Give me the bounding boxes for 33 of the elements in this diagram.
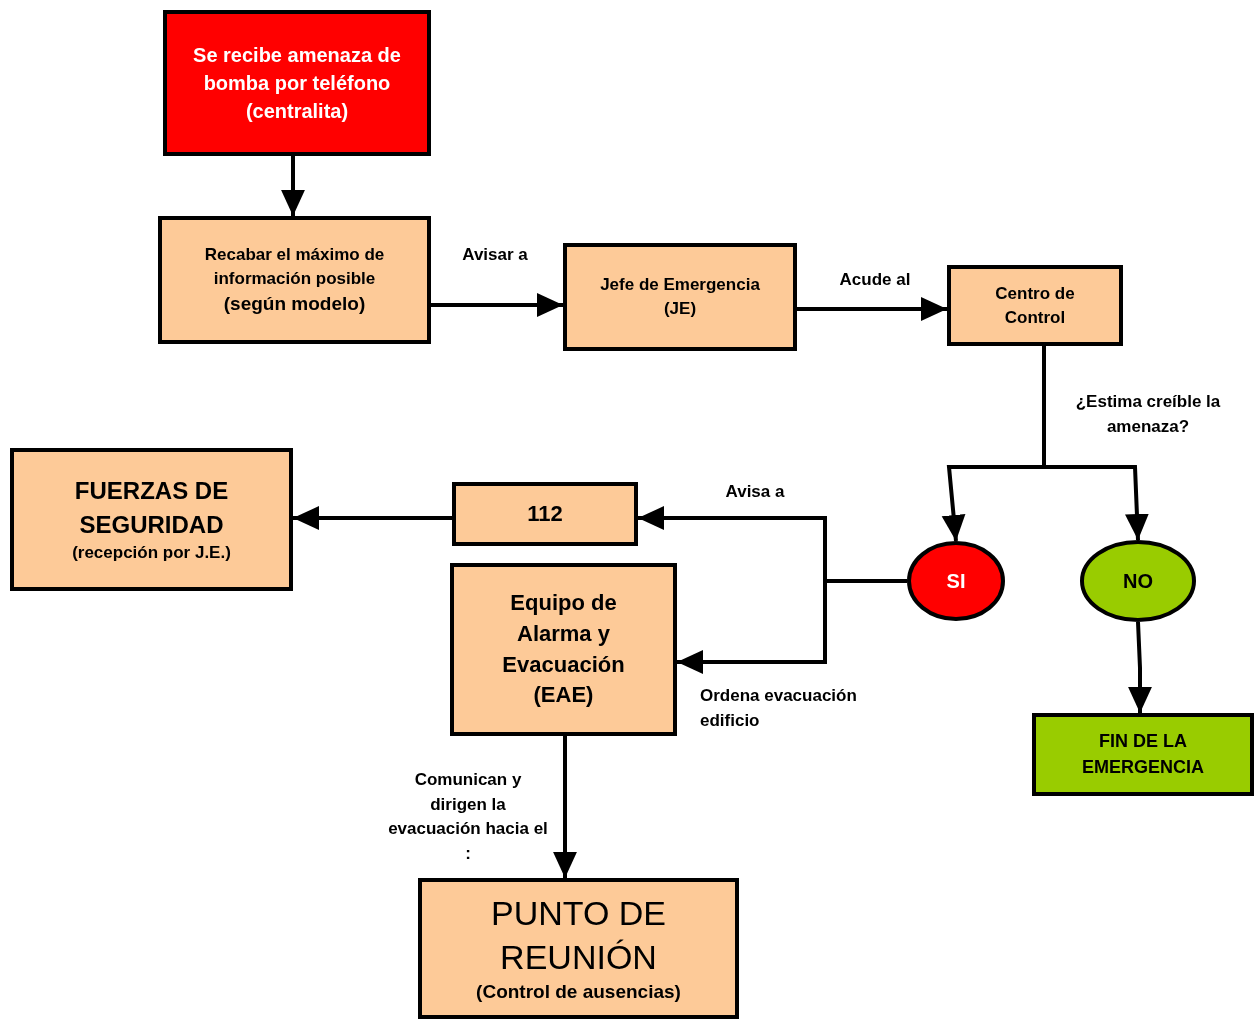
- node-title: SI: [946, 569, 966, 594]
- arrow: [553, 736, 577, 878]
- node-title: Equipo de Alarma y Evacuación (EAE): [501, 588, 626, 710]
- process-box: [418, 878, 739, 1019]
- node-title: Jefe de Emergencia (JE): [599, 274, 761, 320]
- arrow: [1042, 346, 1149, 541]
- decision-ellipse: [1080, 540, 1196, 622]
- arrow: [281, 156, 305, 216]
- node-title: Centro de Control: [994, 282, 1076, 329]
- arrow: [1128, 621, 1152, 713]
- node-title: PUNTO DE REUNIÓN: [489, 893, 668, 979]
- node-subtitle: (según modelo): [223, 291, 366, 316]
- process-box: [10, 448, 293, 591]
- process-box: [450, 563, 677, 736]
- process-box: [563, 243, 797, 351]
- node-title: Recabar el máximo de información posible: [203, 243, 386, 290]
- arrow: [677, 579, 907, 674]
- process-box: [947, 265, 1123, 346]
- node-title: 112: [527, 499, 563, 528]
- arrow: [431, 293, 563, 317]
- arrow: [797, 297, 947, 321]
- node-title: FUERZAS DE SEGURIDAD: [73, 476, 230, 540]
- node-title: Se recibe amenaza de bomba por teléfono (centralita): [192, 43, 402, 124]
- node-title: FIN DE LA EMERGENCIA: [1081, 730, 1205, 779]
- arrow: [293, 506, 452, 530]
- process-box: [452, 482, 638, 546]
- process-box: [1032, 713, 1254, 796]
- node-subtitle: (Control de ausencias): [476, 980, 681, 1005]
- node-subtitle: (recepción por J.E.): [72, 542, 231, 565]
- node-title: NO: [1123, 569, 1153, 594]
- process-box: [158, 216, 431, 344]
- decision-ellipse: [907, 541, 1005, 621]
- process-box: [163, 10, 431, 156]
